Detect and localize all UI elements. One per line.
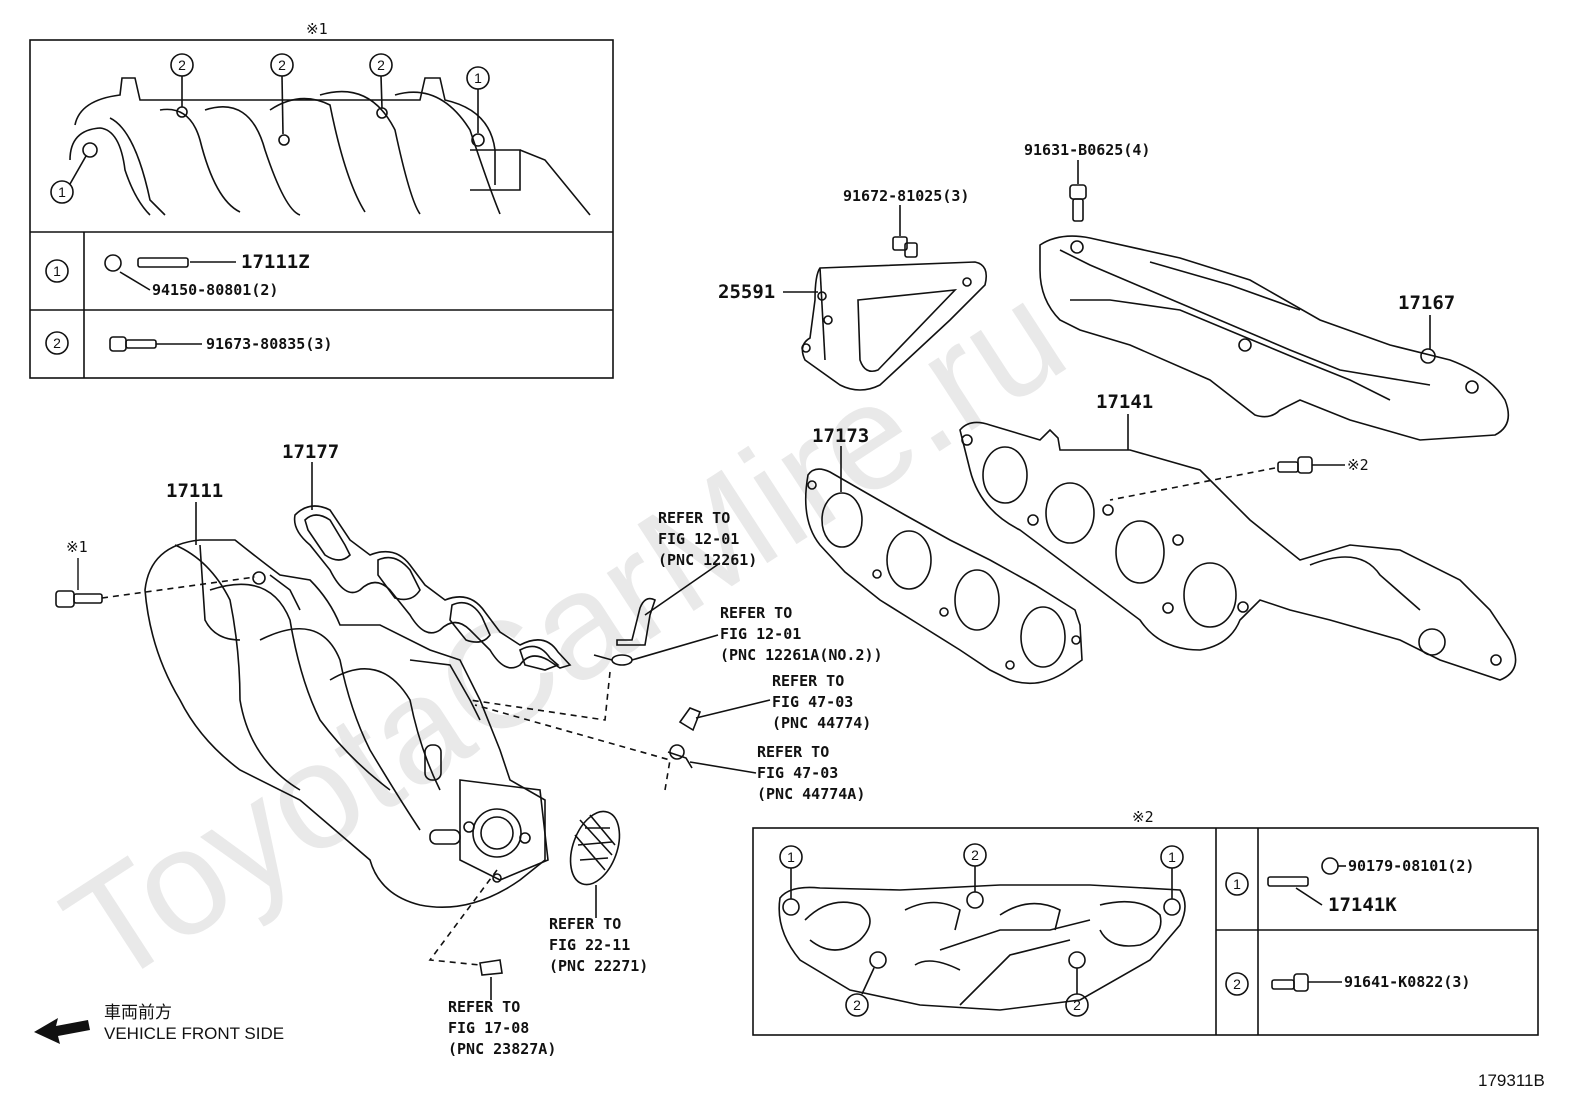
ref-fig: FIG 47-03 xyxy=(757,764,838,782)
part-90179-08101[interactable]: 90179-08101(2) xyxy=(1348,857,1474,875)
exhaust-manifold-drawing xyxy=(959,414,1517,681)
intake-gasket-drawing xyxy=(293,462,572,671)
part-17167[interactable]: 17167 xyxy=(1398,292,1455,314)
part-91673-80835[interactable]: 91673-80835(3) xyxy=(206,335,332,353)
inset-2-row-2-circle: 2 xyxy=(1233,976,1241,992)
callout-2: 2 xyxy=(178,57,186,73)
callout-2: 2 xyxy=(1073,997,1081,1013)
callout-2: 2 xyxy=(377,57,385,73)
ref-note-12261[interactable]: REFER TO FIG 12-01 (PNC 12261) xyxy=(658,509,757,569)
part-17141K[interactable]: 17141K xyxy=(1328,894,1397,916)
arrow-left-icon xyxy=(34,1018,90,1044)
inset-1 xyxy=(29,39,614,379)
callout-1: 1 xyxy=(1168,849,1176,865)
callout-2: 2 xyxy=(278,57,286,73)
part-25591[interactable]: 25591 xyxy=(718,281,775,303)
part-91641-K0822[interactable]: 91641-K0822(3) xyxy=(1344,973,1470,991)
ref-pnc: (PNC 12261) xyxy=(658,551,757,569)
callout-1: 1 xyxy=(474,70,482,86)
note-x1: ※1 xyxy=(66,538,88,556)
callout-2: 2 xyxy=(971,847,979,863)
inset-1-title: ※1 xyxy=(306,20,328,38)
ref-note-44774[interactable]: REFER TO FIG 47-03 (PNC 44774) xyxy=(772,672,871,732)
inset-2-row-1-circle: 1 xyxy=(1233,876,1241,892)
bracket-drawing xyxy=(783,205,988,391)
inset-1-row-1-circle: 1 xyxy=(53,263,61,279)
part-94150-80801[interactable]: 94150-80801(2) xyxy=(152,281,278,299)
heat-shield-drawing xyxy=(1039,160,1510,441)
ref-pnc: (PNC 44774) xyxy=(772,714,871,732)
ref-parts-drawing xyxy=(428,562,771,1000)
ref-label: REFER TO xyxy=(549,915,621,933)
callout-2: 2 xyxy=(853,997,861,1013)
ref-note-22271[interactable]: REFER TO FIG 22-11 (PNC 22271) xyxy=(549,915,648,975)
direction-label: VEHICLE FRONT SIDE xyxy=(104,1024,284,1043)
direction-label-jp: 車両前方 xyxy=(104,1003,172,1022)
intake-manifold-drawing xyxy=(55,502,549,908)
inset-2 xyxy=(752,827,1539,1036)
ref-fig: FIG 12-01 xyxy=(658,530,739,548)
part-17173[interactable]: 17173 xyxy=(812,425,869,447)
part-17141[interactable]: 17141 xyxy=(1096,391,1153,413)
part-17111Z[interactable]: 17111Z xyxy=(241,251,310,273)
part-17177[interactable]: 17177 xyxy=(282,441,339,463)
callout-1: 1 xyxy=(787,849,795,865)
callout-1: 1 xyxy=(58,184,66,200)
ref-fig: FIG 12-01 xyxy=(720,625,801,643)
ref-pnc: (PNC 12261A(NO.2)) xyxy=(720,646,883,664)
part-91672-81025[interactable]: 91672-81025(3) xyxy=(843,187,969,205)
ref-label: REFER TO xyxy=(658,509,730,527)
ref-pnc: (PNC 44774A) xyxy=(757,785,865,803)
inset-2-title: ※2 xyxy=(1132,808,1154,826)
ref-note-44774A[interactable]: REFER TO FIG 47-03 (PNC 44774A) xyxy=(757,743,865,803)
ref-pnc: (PNC 22271) xyxy=(549,957,648,975)
ref-pnc: (PNC 23827A) xyxy=(448,1040,556,1058)
part-91631-B0625[interactable]: 91631-B0625(4) xyxy=(1024,141,1150,159)
ref-label: REFER TO xyxy=(757,743,829,761)
diagram-id: 179311B xyxy=(1478,1071,1545,1090)
ref-fig: FIG 22-11 xyxy=(549,936,630,954)
exhaust-gasket-drawing xyxy=(804,446,1083,685)
ref-fig: FIG 17-08 xyxy=(448,1019,529,1037)
ref-fig: FIG 47-03 xyxy=(772,693,853,711)
inset-1-row-2-circle: 2 xyxy=(53,335,61,351)
ref-label: REFER TO xyxy=(720,604,792,622)
ref-label: REFER TO xyxy=(448,998,520,1016)
ref-note-23827A[interactable]: REFER TO FIG 17-08 (PNC 23827A) xyxy=(448,998,556,1058)
ref-note-12261A[interactable]: REFER TO FIG 12-01 (PNC 12261A(NO.2)) xyxy=(720,604,883,664)
part-17111[interactable]: 17111 xyxy=(166,480,223,502)
ref-label: REFER TO xyxy=(772,672,844,690)
note-x2: ※2 xyxy=(1347,456,1369,474)
